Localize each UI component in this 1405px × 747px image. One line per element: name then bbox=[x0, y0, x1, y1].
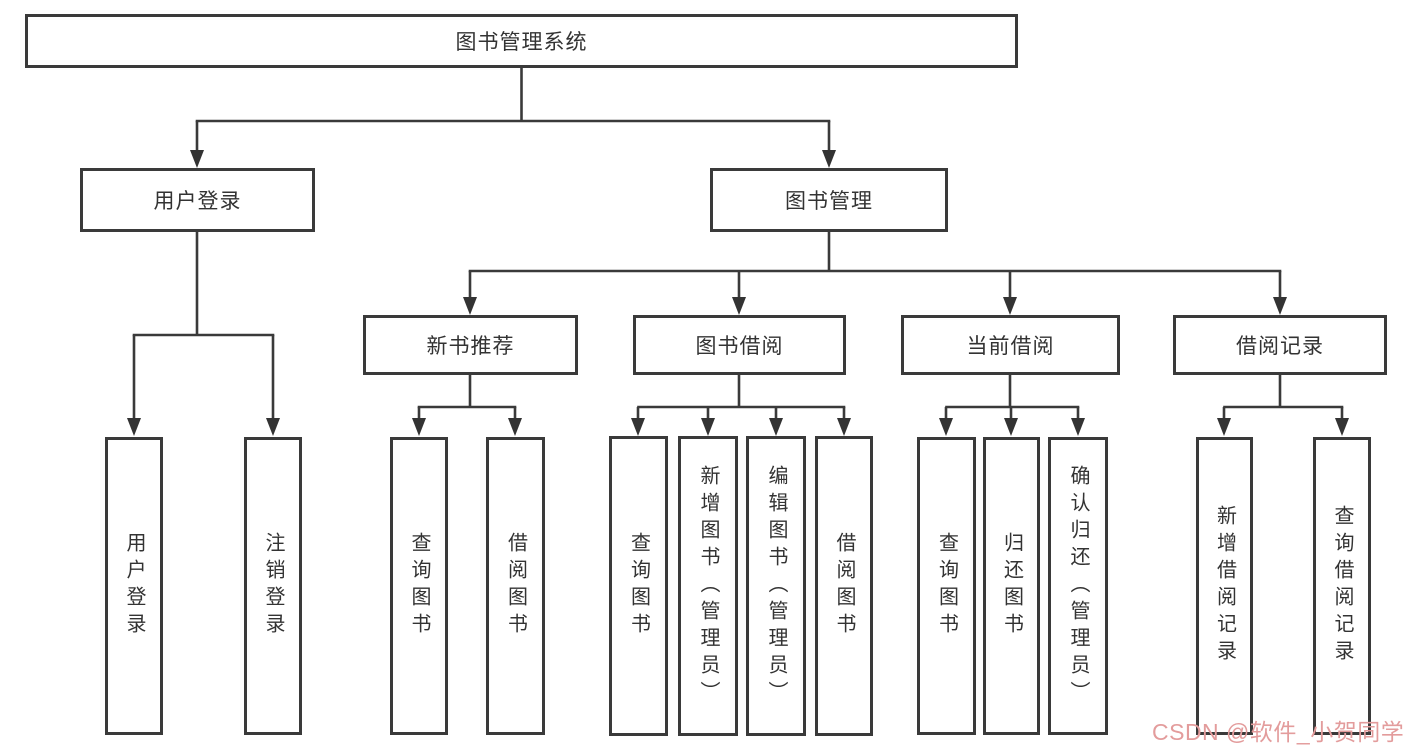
arrowhead-book-mgmt bbox=[822, 150, 836, 168]
arrowhead-book-borrow bbox=[732, 297, 746, 315]
leaf-logout-label: 注销登录 bbox=[262, 532, 284, 640]
leaf-borrow-book-label: 借阅图书 bbox=[833, 532, 855, 640]
leaf-borrow-add-admin: 新增图书（管理员） bbox=[678, 436, 738, 736]
leaf-logout: 注销登录 bbox=[244, 437, 302, 735]
leaf-newbooks-query-label: 查询图书 bbox=[408, 532, 430, 640]
node-new-books: 新书推荐 bbox=[363, 315, 578, 375]
arrowhead-records-leaf-1 bbox=[1217, 418, 1231, 436]
arrowhead-currentborrow-leaf-2 bbox=[1004, 418, 1018, 436]
leaf-current-confirm-admin: 确认归还（管理员） bbox=[1048, 437, 1108, 735]
arrowhead-user-leaf-1 bbox=[127, 418, 141, 436]
node-root-label: 图书管理系统 bbox=[455, 31, 588, 54]
arrowhead-newbooks-leaf-1 bbox=[412, 418, 426, 436]
arrowhead-user-login bbox=[190, 150, 204, 168]
leaf-borrow-query-label: 查询图书 bbox=[627, 532, 650, 640]
leaf-records-add-label: 新增借阅记录 bbox=[1213, 505, 1236, 667]
node-book-borrow-label: 图书借阅 bbox=[695, 335, 784, 358]
arrowhead-bookborrow-leaf-1 bbox=[631, 418, 645, 436]
arrowhead-records-leaf-2 bbox=[1335, 418, 1349, 436]
node-user-login: 用户登录 bbox=[80, 168, 315, 232]
leaf-newbooks-borrow: 借阅图书 bbox=[486, 437, 545, 735]
arrowhead-bookborrow-leaf-2 bbox=[701, 418, 715, 436]
csdn-watermark: CSDN @软件_小贺同学 bbox=[1152, 719, 1405, 745]
leaf-records-query: 查询借阅记录 bbox=[1313, 437, 1371, 735]
leaf-current-query: 查询图书 bbox=[917, 437, 976, 735]
leaf-borrow-book: 借阅图书 bbox=[815, 436, 873, 736]
node-root: 图书管理系统 bbox=[25, 14, 1018, 68]
leaf-current-return-label: 归还图书 bbox=[1000, 532, 1023, 640]
node-user-login-label: 用户登录 bbox=[153, 190, 242, 213]
leaf-current-return: 归还图书 bbox=[983, 437, 1040, 735]
node-book-mgmt-label: 图书管理 bbox=[785, 190, 873, 213]
leaf-borrow-query: 查询图书 bbox=[609, 436, 668, 736]
arrowhead-user-leaf-2 bbox=[266, 418, 280, 436]
leaf-user-login: 用户登录 bbox=[105, 437, 163, 735]
leaf-user-login-label: 用户登录 bbox=[123, 532, 145, 640]
leaf-newbooks-borrow-label: 借阅图书 bbox=[504, 532, 527, 640]
leaf-records-add: 新增借阅记录 bbox=[1196, 437, 1253, 735]
arrowhead-bookborrow-leaf-4 bbox=[837, 418, 851, 436]
node-book-borrow: 图书借阅 bbox=[633, 315, 846, 375]
leaf-borrow-add-admin-label: 新增图书（管理员） bbox=[697, 464, 719, 708]
arrowhead-newbooks-leaf-2 bbox=[508, 418, 522, 436]
leaf-borrow-edit-admin: 编辑图书（管理员） bbox=[746, 436, 806, 736]
leaf-borrow-edit-admin-label: 编辑图书（管理员） bbox=[765, 464, 787, 708]
node-current-borrow: 当前借阅 bbox=[901, 315, 1120, 375]
node-current-borrow-label: 当前借阅 bbox=[966, 335, 1055, 358]
arrowhead-borrow-records bbox=[1273, 297, 1287, 315]
arrowhead-bookborrow-leaf-3 bbox=[769, 418, 783, 436]
node-new-books-label: 新书推荐 bbox=[426, 335, 515, 358]
leaf-current-query-label: 查询图书 bbox=[935, 532, 958, 640]
arrowhead-current-borrow bbox=[1003, 297, 1017, 315]
arrowhead-currentborrow-leaf-1 bbox=[939, 418, 953, 436]
node-borrow-records: 借阅记录 bbox=[1173, 315, 1387, 375]
arrowhead-new-books bbox=[463, 297, 477, 315]
leaf-records-query-label: 查询借阅记录 bbox=[1331, 505, 1353, 667]
leaf-newbooks-query: 查询图书 bbox=[390, 437, 448, 735]
node-borrow-records-label: 借阅记录 bbox=[1236, 335, 1324, 358]
leaf-current-confirm-admin-label: 确认归还（管理员） bbox=[1067, 464, 1089, 708]
node-book-mgmt: 图书管理 bbox=[710, 168, 948, 232]
arrowhead-currentborrow-leaf-3 bbox=[1071, 418, 1085, 436]
